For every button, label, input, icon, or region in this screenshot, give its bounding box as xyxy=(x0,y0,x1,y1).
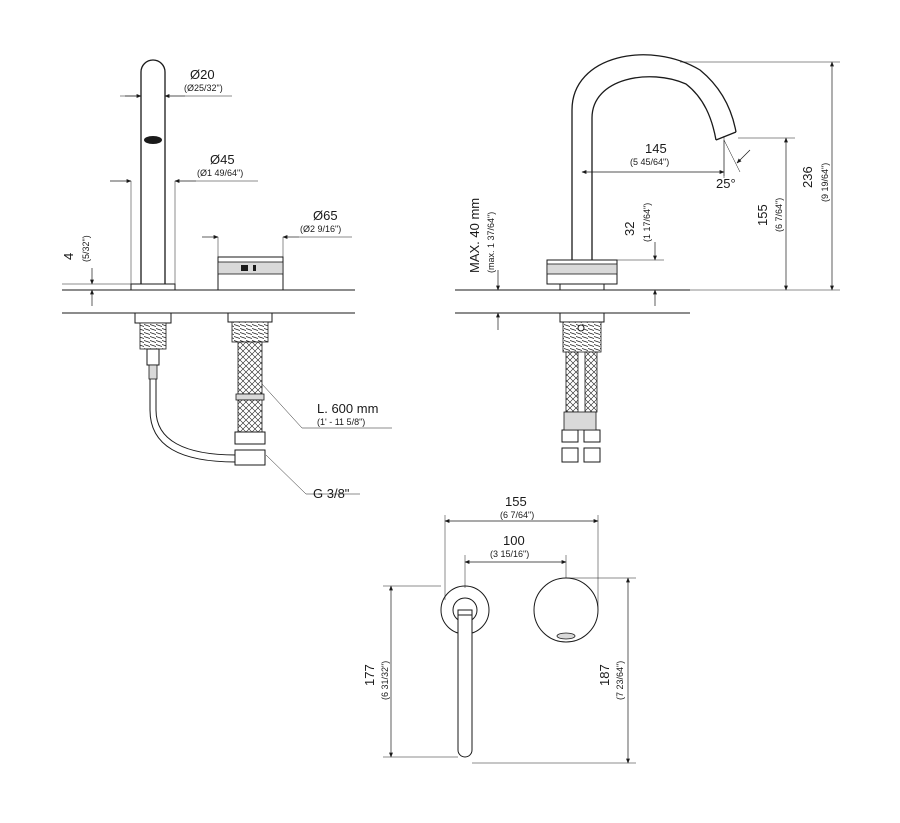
dim-h4-label: 4 xyxy=(61,253,76,260)
dim-h177-sub: (6 31/32") xyxy=(380,661,390,700)
dim-w155-sub: (6 7/64") xyxy=(500,510,534,520)
spout-connector xyxy=(146,348,160,366)
dim-h4-sub: (5/32") xyxy=(81,235,91,262)
dim-d20-label: Ø20 xyxy=(190,67,215,82)
hose-nut xyxy=(234,431,266,445)
spout-threaded-shank xyxy=(139,322,167,350)
dim-length-label: L. 600 mm xyxy=(317,401,378,416)
mixer-handle-band xyxy=(217,261,284,275)
front-base-ring xyxy=(559,283,605,291)
mixer-nut xyxy=(227,312,273,323)
dim-h187-label: 187 xyxy=(597,664,612,686)
mixer-threaded-shank xyxy=(231,321,269,343)
spout-top-outlet xyxy=(556,632,576,640)
spout-tip xyxy=(715,131,737,141)
dim-w155-label: 155 xyxy=(505,494,527,509)
dim-reach145-label: 145 xyxy=(645,141,667,156)
aerator-outlet xyxy=(144,136,162,144)
dim-h187-sub: (7 23/64") xyxy=(615,661,625,700)
dim-h32-sub: (1 17/64") xyxy=(642,203,652,242)
spout-nut xyxy=(134,312,172,324)
dim-maxdeck-label: MAX. 40 mm xyxy=(467,198,482,273)
spout-body xyxy=(140,59,166,285)
hose-nut xyxy=(234,449,266,466)
spout-base-ring xyxy=(130,283,176,291)
dim-d20-sub: (Ø25/32") xyxy=(184,83,223,93)
mixer-supply-hose xyxy=(237,399,263,433)
front-hose-ring xyxy=(563,411,597,431)
dim-angle-label: 25° xyxy=(716,176,736,191)
front-shank-hole xyxy=(577,324,585,332)
flex-hose xyxy=(149,379,237,463)
handle-mark xyxy=(253,265,256,271)
left-side-view: Ø20 (Ø25/32") Ø45 (Ø1 49/64") Ø65 (Ø2 9/… xyxy=(61,59,392,501)
front-hose-nut xyxy=(583,429,601,443)
dim-d45-sub: (Ø1 49/64") xyxy=(197,168,243,178)
dim-h177-label: 177 xyxy=(362,664,377,686)
leader-thread xyxy=(265,454,307,495)
right-front-view: MAX. 40 mm (max. 1 37/64") 32 (1 17/64")… xyxy=(455,54,840,463)
front-hose-nut xyxy=(561,429,579,443)
front-supply-hose xyxy=(565,351,579,413)
dim-thread-label: G 3/8" xyxy=(313,486,350,501)
dim-maxdeck-sub: (max. 1 37/64") xyxy=(486,212,496,273)
spout-top-circle xyxy=(533,577,599,643)
front-handle-band xyxy=(546,263,618,275)
mixer-hose-ring xyxy=(235,393,265,401)
dim-h32-label: 32 xyxy=(622,222,637,236)
dim-reach145-sub: (5 45/64") xyxy=(630,157,669,167)
bottom-top-view: 155 (6 7/64") 100 (3 15/16") 177 (6 31/3… xyxy=(362,494,636,764)
dim-d65-sub: (Ø2 9/16") xyxy=(300,224,341,234)
handle-mark xyxy=(241,265,248,271)
dim-d65-label: Ø65 xyxy=(313,208,338,223)
gooseneck-spout-inner xyxy=(591,76,717,285)
gooseneck-spout-outer xyxy=(571,54,737,285)
lever-handle xyxy=(457,609,473,758)
dim-w100-sub: (3 15/16") xyxy=(490,549,529,559)
dim-h155-sub: (6 7/64") xyxy=(774,198,784,232)
front-supply-hose xyxy=(584,351,598,413)
dim-length-sub: (1' - 11 5/8") xyxy=(317,417,365,427)
dim-h155-label: 155 xyxy=(755,204,770,226)
front-hose-nut xyxy=(561,447,579,463)
leader-length xyxy=(261,383,303,429)
front-nut xyxy=(559,312,605,323)
mixer-supply-hose xyxy=(237,341,263,395)
angle-reference xyxy=(723,139,741,173)
dim-h236-label: 236 xyxy=(800,166,815,188)
dim-h236-sub: (9 19/64") xyxy=(820,163,830,202)
flex-hose xyxy=(155,379,237,456)
dim-d45-label: Ø45 xyxy=(210,152,235,167)
front-hose-nut xyxy=(583,447,601,463)
dim-w100-label: 100 xyxy=(503,533,525,548)
spout-hose-fitting xyxy=(148,364,158,380)
